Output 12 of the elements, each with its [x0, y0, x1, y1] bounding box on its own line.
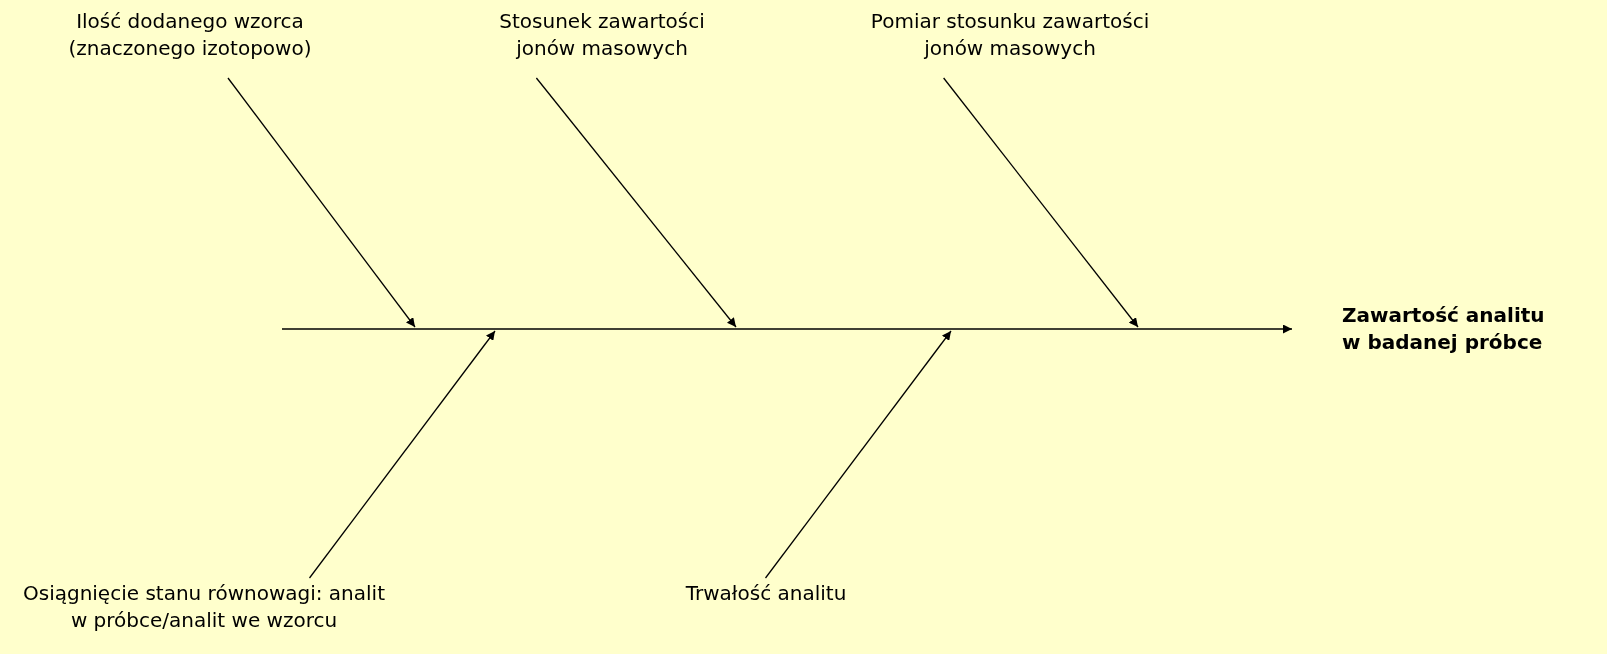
cause-label: Trwałość analitu	[656, 580, 876, 607]
arrow	[535, 77, 737, 328]
effect-label: Zawartość analitu w badanej próbce	[1342, 302, 1557, 356]
cause-label: Stosunek zawartości jonów masowych	[472, 8, 732, 62]
arrow	[943, 77, 1139, 328]
cause-label: Ilość dodanego wzorca (znaczonego izotopowo)	[40, 8, 340, 62]
spine-arrow	[281, 324, 1293, 334]
cause-label: Pomiar stosunku zawartości jonów masowych	[855, 8, 1165, 62]
arrow	[308, 330, 496, 579]
cause-label: Osiągnięcie stanu równowagi: analit w próbce/analit we wzorcu	[18, 580, 390, 634]
arrow	[227, 77, 416, 328]
arrow	[764, 330, 952, 579]
